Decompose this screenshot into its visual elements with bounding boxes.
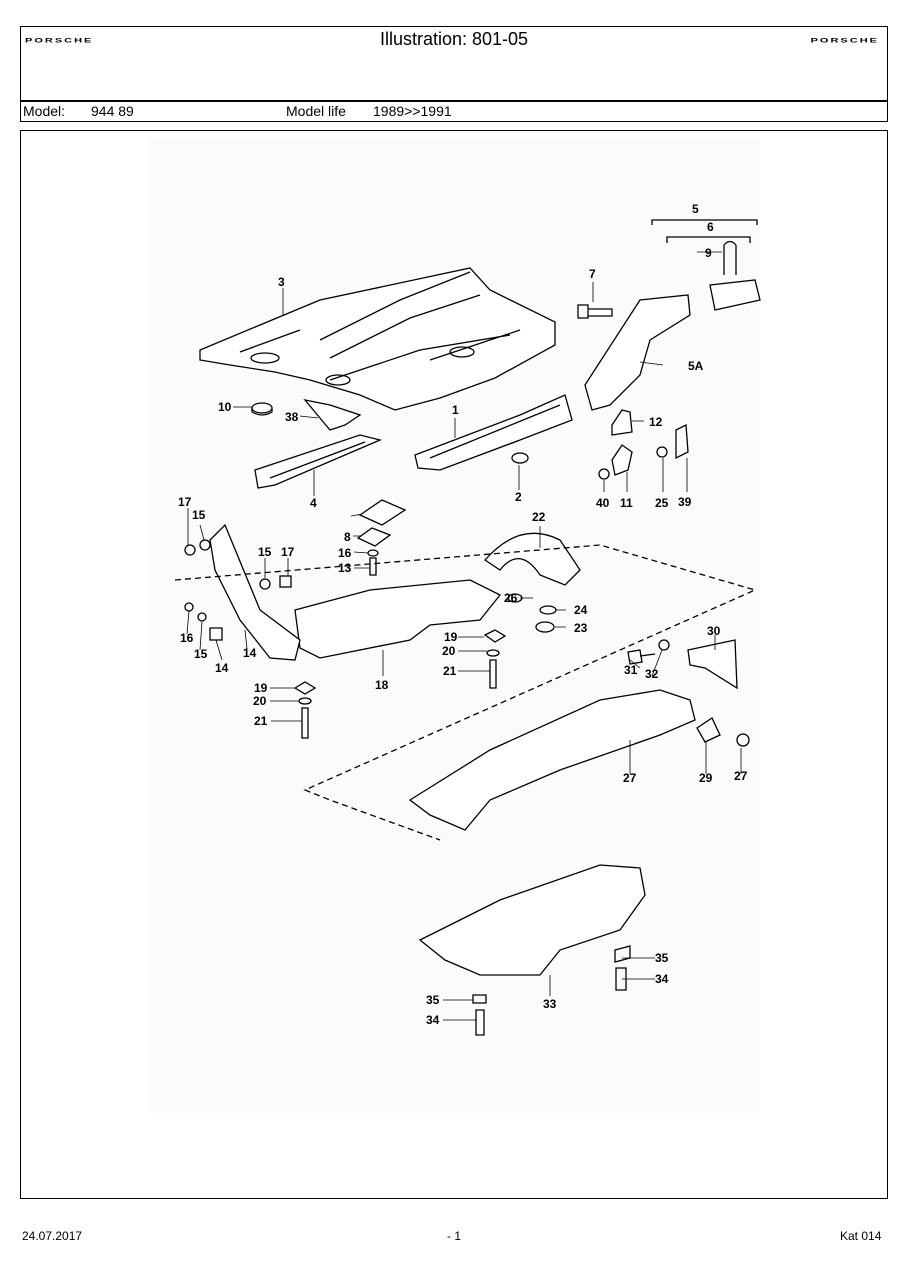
callout-label: 27 <box>734 769 748 783</box>
footer-date: 24.07.2017 <box>22 1229 83 1243</box>
callout-label: 39 <box>678 495 692 509</box>
strap-22-part <box>484 532 581 586</box>
callout-label: 15 <box>192 508 206 522</box>
bracket-30-part <box>687 639 738 690</box>
model-life-value: 1989>>1991 <box>373 103 452 119</box>
clip-12-part <box>611 409 633 436</box>
callout-label: 14 <box>243 646 257 660</box>
bracket-37-part <box>303 399 362 431</box>
dashed-outline <box>174 544 757 841</box>
model-label: Model: <box>23 103 66 119</box>
footer-catalog: Kat 014 <box>840 1229 882 1243</box>
callout-label: 12 <box>649 415 663 429</box>
bolt-38-part <box>675 423 689 460</box>
callout-label: 15 <box>258 545 272 559</box>
heat-shield-18-part <box>294 579 502 659</box>
callout-label: 24 <box>574 603 588 617</box>
callout-label: 30 <box>707 624 721 638</box>
callout-label: 27 <box>623 771 637 785</box>
callout-label: 34 <box>655 972 669 986</box>
heat-shield-33-part <box>418 864 646 976</box>
bolt-8-part <box>577 304 613 319</box>
callout-label: 19 <box>254 681 268 695</box>
shield-13-part <box>209 523 301 661</box>
callout-label: 5A <box>688 359 704 373</box>
callout-label: 17 <box>281 545 295 559</box>
callout-label: 3 <box>278 275 285 289</box>
member-1-part <box>414 394 573 471</box>
callout-label: 11 <box>620 496 633 510</box>
member-4-part <box>254 434 383 489</box>
callout-label: 15 <box>194 647 208 661</box>
callout-label: 18 <box>375 678 389 692</box>
header-box: PORSCHE Illustration: 801-05 PORSCHE Mod… <box>20 26 888 122</box>
callout-label: 8 <box>344 530 351 544</box>
heat-shield-26-part <box>408 689 696 831</box>
porsche-logo-right: PORSCHE <box>810 37 879 45</box>
callout-label: 20 <box>253 694 267 708</box>
callout-label: 7 <box>589 267 596 281</box>
callout-label: 6 <box>707 220 714 234</box>
floor-pan-part <box>199 267 556 411</box>
callout-label: 31 <box>624 663 638 677</box>
callout-label: 35 <box>655 951 669 965</box>
callout-label: 10 <box>218 400 232 414</box>
callout-label: 32 <box>645 667 659 681</box>
callout-label: 17 <box>178 495 192 509</box>
callout-label: 5 <box>692 202 699 216</box>
callout-label: 20 <box>442 644 456 658</box>
callout-label: 26 <box>504 591 518 605</box>
callout-label: 9 <box>705 246 712 260</box>
callout-label: 13 <box>338 561 352 575</box>
callout-label: 2 <box>515 490 522 504</box>
callout-label: 21 <box>254 714 268 728</box>
callout-label: 29 <box>699 771 713 785</box>
model-life-label: Model life <box>286 103 346 119</box>
callout-label: 38 <box>285 410 299 424</box>
callout-label: 19 <box>444 630 458 644</box>
callout-label: 16 <box>338 546 352 560</box>
floor-pan-tunnel <box>239 271 521 381</box>
illustration-frame <box>20 130 888 1199</box>
plate-40-part <box>358 499 407 526</box>
plug-part <box>251 402 273 414</box>
header-divider <box>21 100 887 102</box>
plate-9-part <box>356 527 392 547</box>
callout-label: 22 <box>532 510 546 524</box>
callout-label: 16 <box>180 631 194 645</box>
callout-label: 33 <box>543 997 557 1011</box>
model-row: Model: 944 89 Model life 1989>>1991 <box>21 102 887 120</box>
callout-label: 4 <box>310 496 317 510</box>
callout-label: 21 <box>443 664 457 678</box>
bracket-5-part <box>584 294 691 411</box>
plug-2-part <box>511 452 529 464</box>
callout-label: 1 <box>452 403 459 417</box>
callout-label: 34 <box>426 1013 440 1027</box>
footer-page-number: - 1 <box>447 1229 462 1243</box>
callout-label: 14 <box>215 661 229 675</box>
bracket-10-part <box>611 444 633 476</box>
page-title: Illustration: 801-05 <box>379 29 529 49</box>
callout-label: 40 <box>596 496 610 510</box>
nut-39-part <box>598 468 610 480</box>
model-value: 944 89 <box>91 103 134 119</box>
callout-label: 23 <box>574 621 588 635</box>
callout-label: 35 <box>426 993 440 1007</box>
washer-24-part <box>656 446 668 458</box>
porsche-logo-left: PORSCHE <box>25 37 94 45</box>
callout-label: 25 <box>655 496 669 510</box>
